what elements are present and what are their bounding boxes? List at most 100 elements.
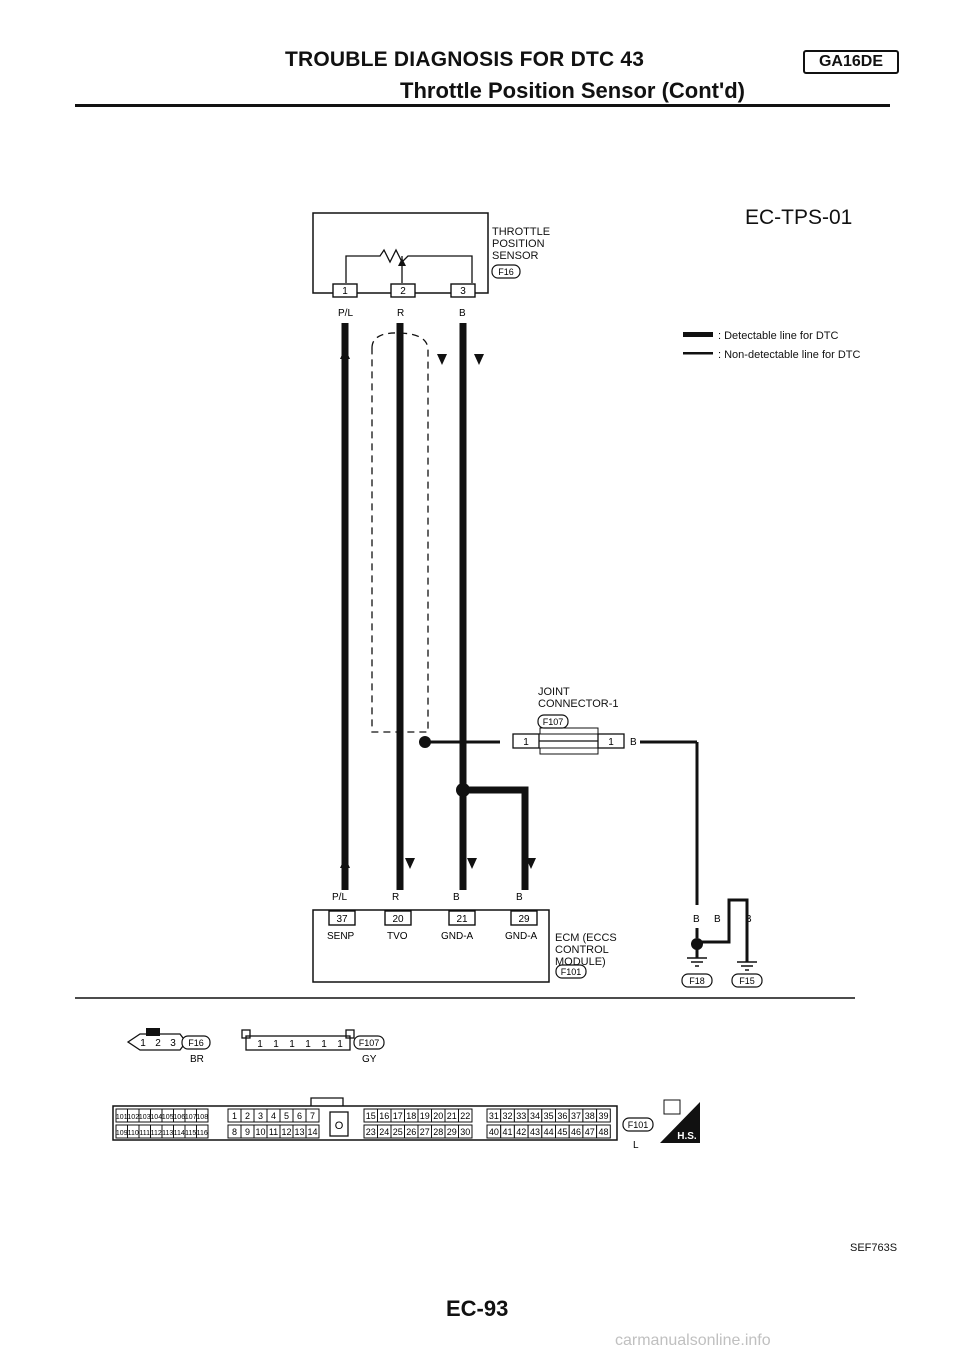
ecm-cavity-label: 26 bbox=[406, 1127, 416, 1137]
engine-badge: GA16DE bbox=[803, 50, 899, 74]
wire-color-b2-bottom: B bbox=[516, 892, 523, 903]
ecm-cavity-label: 102 bbox=[127, 1114, 139, 1121]
ecm-connector-badge: F101 bbox=[555, 964, 587, 979]
sensor-pin-2: 2 bbox=[390, 283, 416, 298]
ecm-cavity-label: 11 bbox=[269, 1127, 278, 1137]
ecm-cavity-label: 113 bbox=[162, 1130, 173, 1137]
legend-non-detectable: : Non-detectable line for DTC bbox=[718, 349, 861, 361]
svg-text:1: 1 bbox=[342, 286, 348, 297]
ecm-pin-29: 29 bbox=[510, 910, 538, 926]
ecm-cavity-label: 38 bbox=[585, 1111, 595, 1121]
ecm-cavity-label: 112 bbox=[151, 1130, 162, 1137]
svg-text:1: 1 bbox=[140, 1038, 146, 1049]
svg-text:21: 21 bbox=[456, 914, 468, 925]
sensor-connector-badge: F16 bbox=[491, 264, 521, 279]
svg-text:1: 1 bbox=[273, 1039, 279, 1050]
ecm-cavity-label: 9 bbox=[245, 1127, 250, 1137]
ecm-cavity-label: 4 bbox=[271, 1111, 276, 1121]
wire-b-branch bbox=[463, 786, 529, 890]
ground-wire-b1: B bbox=[693, 914, 700, 925]
svg-text:F101: F101 bbox=[628, 1120, 649, 1130]
wire-color-r-top: R bbox=[397, 308, 404, 319]
ecm-cavity-label: 20 bbox=[433, 1111, 443, 1121]
joint-connector-badge: F107 bbox=[537, 714, 569, 729]
legend-non-detectable-swatch bbox=[683, 352, 713, 355]
ecm-cavity-label: 43 bbox=[530, 1127, 540, 1137]
ecm-cavity-label: 44 bbox=[544, 1127, 554, 1137]
ecm-cavity-label: 107 bbox=[185, 1114, 197, 1121]
ecm-cavity-label: 110 bbox=[128, 1130, 139, 1137]
ecm-cavity-label: 115 bbox=[185, 1130, 196, 1137]
ecm-cavity-label: 28 bbox=[433, 1127, 443, 1137]
ecm-cavity-label: 46 bbox=[571, 1127, 581, 1137]
joint-wire-color: B bbox=[630, 737, 637, 748]
svg-text:3: 3 bbox=[460, 286, 466, 297]
shield-line bbox=[371, 332, 429, 733]
ecm-cavity-label: 3 bbox=[258, 1111, 263, 1121]
ecm-cavity-label: 10 bbox=[255, 1127, 265, 1137]
figure-ref: SEF763S bbox=[850, 1242, 898, 1254]
terminal-tvo: TVO bbox=[387, 931, 408, 942]
ecm-cavity-label: 24 bbox=[379, 1127, 389, 1137]
ecm-cavity-label: 47 bbox=[585, 1127, 595, 1137]
page-number: EC-93 bbox=[446, 1296, 509, 1321]
terminal-gnd-a-1: GND-A bbox=[441, 931, 474, 942]
wire-color-r-bottom: R bbox=[392, 892, 399, 903]
ground-wire-b2: B bbox=[714, 914, 721, 925]
ecm-cavity-label: 108 bbox=[196, 1114, 208, 1121]
svg-text:1: 1 bbox=[523, 737, 529, 748]
svg-text:H.S.: H.S. bbox=[677, 1131, 697, 1142]
legend-detectable: : Detectable line for DTC bbox=[718, 330, 839, 342]
ecm-cavity-label: 19 bbox=[420, 1111, 430, 1121]
ecm-cavity bbox=[458, 1124, 473, 1139]
svg-text:1: 1 bbox=[305, 1039, 311, 1050]
ecm-cavity-label: 101 bbox=[116, 1114, 128, 1121]
ecm-cavity-label: 42 bbox=[516, 1127, 526, 1137]
header-rule bbox=[75, 104, 890, 107]
svg-text:F16: F16 bbox=[188, 1038, 204, 1048]
svg-text:2: 2 bbox=[155, 1038, 161, 1049]
ecm-pin-20: 20 bbox=[384, 910, 412, 926]
svg-text:F16: F16 bbox=[498, 267, 514, 277]
ecm-cavity-label: 37 bbox=[571, 1111, 581, 1121]
svg-text:1: 1 bbox=[337, 1039, 343, 1050]
ecm-cavity-label: 21 bbox=[447, 1111, 457, 1121]
ecm-cavity-label: 33 bbox=[516, 1111, 526, 1121]
svg-text:F18: F18 bbox=[689, 976, 705, 986]
ecm-cavity-label: 14 bbox=[307, 1127, 317, 1137]
ecm-cavity-label: 13 bbox=[294, 1127, 304, 1137]
ecm-cavity-label: 23 bbox=[366, 1127, 376, 1137]
ground-badge-f18: F18 bbox=[681, 973, 713, 988]
ecm-cavity-label: 7 bbox=[310, 1111, 315, 1121]
terminal-senp: SENP bbox=[327, 931, 355, 942]
ecm-cavity-label: 106 bbox=[173, 1114, 185, 1121]
ecm-cavity-label: 109 bbox=[116, 1130, 128, 1137]
ground-badge-f15: F15 bbox=[731, 973, 763, 988]
sensor-resistor bbox=[345, 248, 473, 283]
svg-text:1: 1 bbox=[257, 1039, 263, 1050]
ecm-cavity-label: 116 bbox=[197, 1130, 208, 1137]
ecm-cavity-label: 31 bbox=[489, 1111, 499, 1121]
ecm-cavity-label: 15 bbox=[366, 1111, 376, 1121]
ecm-cavity-label: 48 bbox=[598, 1127, 608, 1137]
ecm-cavity-label: 111 bbox=[139, 1130, 150, 1137]
ecm-cavity-label: 41 bbox=[503, 1127, 513, 1137]
ecm-cavity-label: 35 bbox=[544, 1111, 554, 1121]
sensor-pin-3: 3 bbox=[450, 283, 476, 298]
ecm-cavity-label: 18 bbox=[406, 1111, 416, 1121]
ecm-cavity-label: 105 bbox=[162, 1114, 174, 1121]
ecm-cavity-label: 30 bbox=[460, 1127, 470, 1137]
watermark: carmanualsonline.info bbox=[615, 1332, 771, 1349]
ecm-cavity-label: 12 bbox=[281, 1127, 291, 1137]
svg-text:BR: BR bbox=[190, 1054, 204, 1065]
joint-connector: 1 1 bbox=[512, 727, 625, 755]
svg-text:20: 20 bbox=[392, 914, 404, 925]
ecm-cavity-label: 45 bbox=[557, 1127, 567, 1137]
ecm-cavity-label: 5 bbox=[284, 1111, 289, 1121]
ecm-cavity bbox=[596, 1108, 611, 1123]
wire-color-b-top: B bbox=[459, 308, 466, 319]
page-title: TROUBLE DIAGNOSIS FOR DTC 43 bbox=[285, 48, 645, 71]
svg-text:F101: F101 bbox=[561, 967, 582, 977]
ecm-cavity-label: 1 bbox=[232, 1111, 237, 1121]
